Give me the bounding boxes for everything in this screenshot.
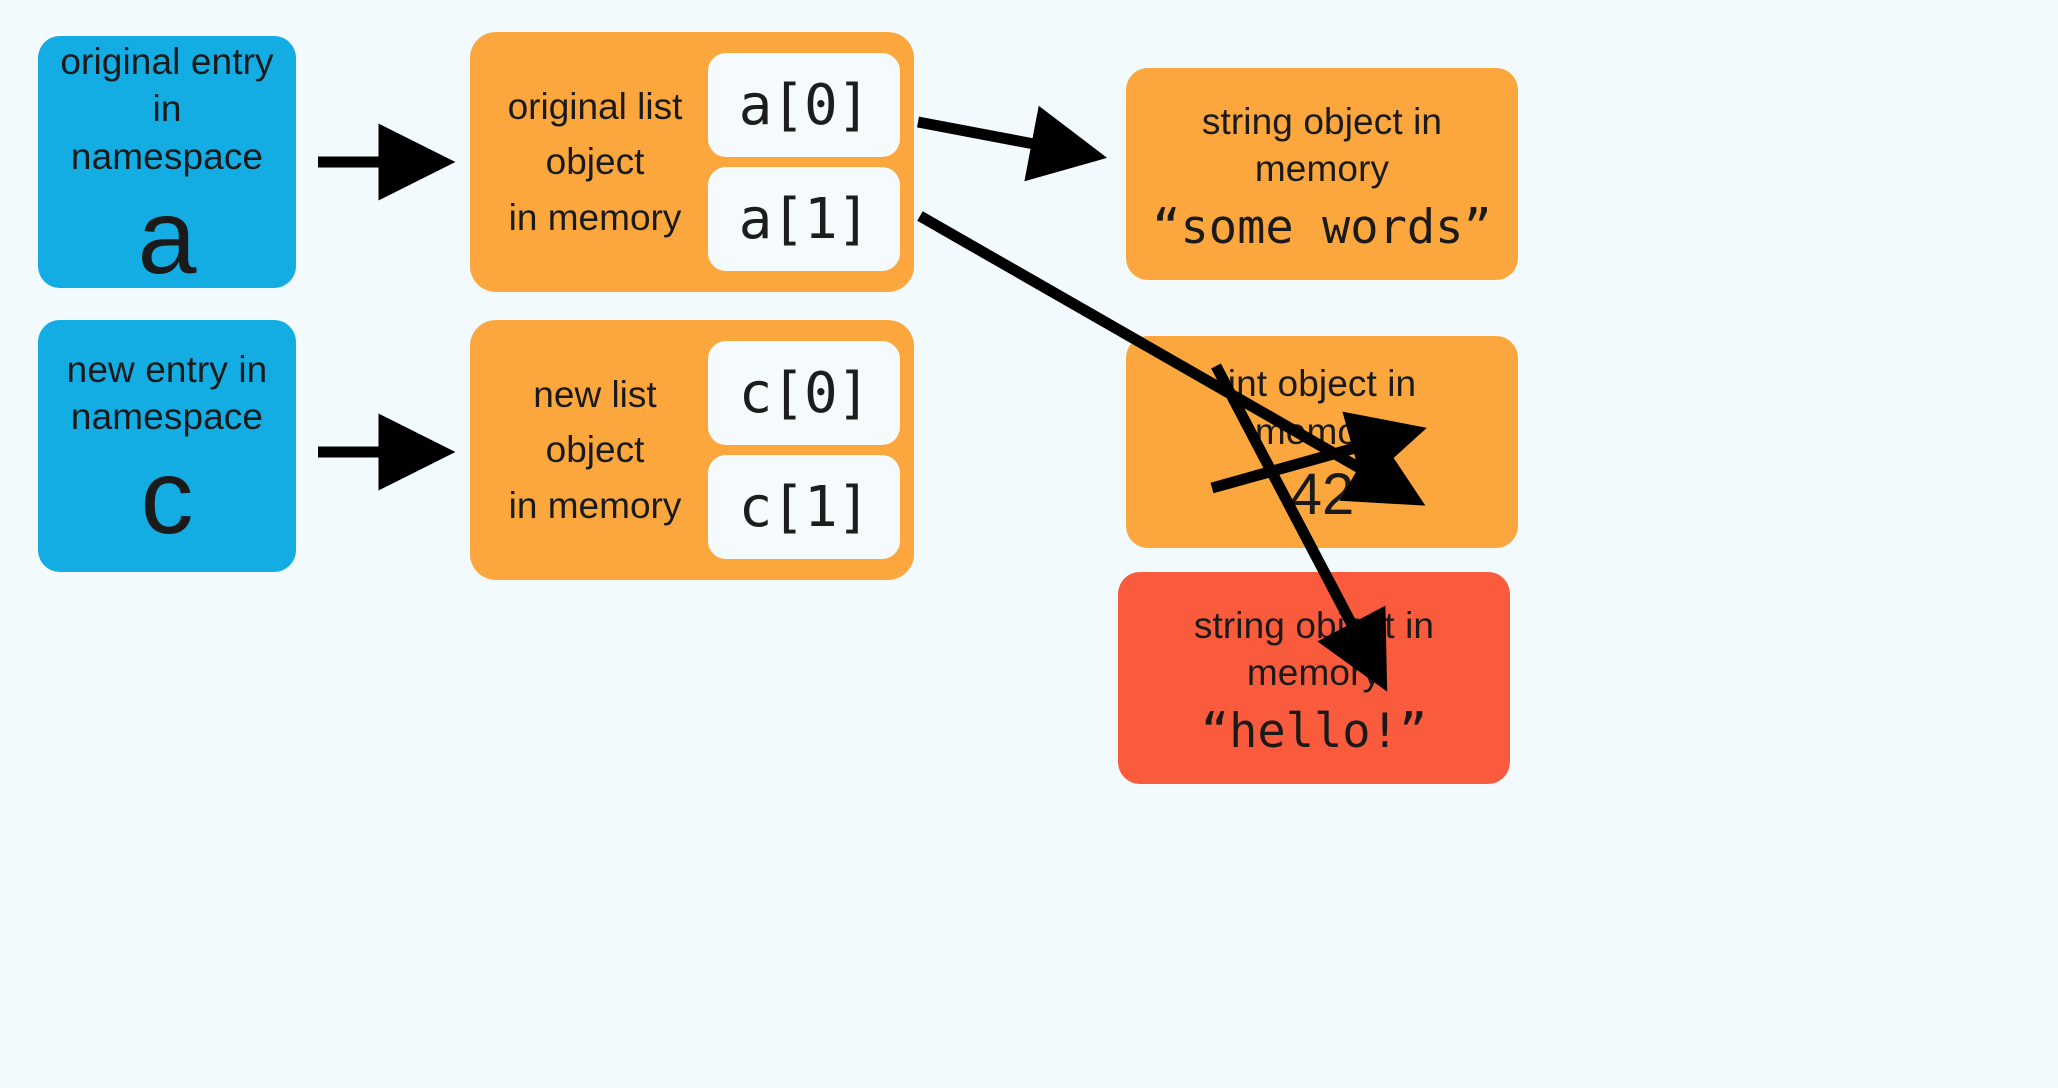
list-cell-c1[interactable]: c[1] — [708, 455, 900, 559]
memory-object-string-words-value: “some words” — [1152, 199, 1492, 255]
memory-object-string-hello-value: “hello!” — [1200, 703, 1428, 759]
namespace-entry-a-name: a — [137, 178, 197, 297]
arrow-a0-to-string-words — [916, 105, 1108, 182]
list-object-c-cells: c[0] c[1] — [708, 341, 900, 559]
list-object-a-cells: a[0] a[1] — [708, 53, 900, 271]
namespace-entry-c-name: c — [140, 438, 194, 557]
list-cell-c0[interactable]: c[0] — [708, 341, 900, 445]
list-cell-a1[interactable]: a[1] — [708, 167, 900, 271]
list-cell-a0[interactable]: a[0] — [708, 53, 900, 157]
memory-object-int-42-value: 42 — [1289, 461, 1355, 527]
